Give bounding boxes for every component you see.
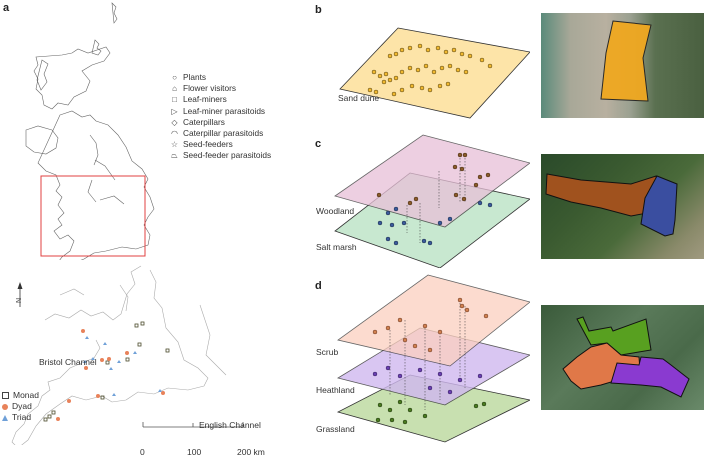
panel-a-letter: a: [3, 2, 10, 14]
panel-d-letter: d: [315, 280, 322, 292]
panel-b-letter: b: [315, 4, 322, 16]
woodland-saltmarsh-network: [334, 134, 530, 268]
legend-item-leaf-miner-parasitoids: ▷Leaf-miner parasitoids: [171, 105, 266, 116]
satellite-image-sand-dune: [541, 13, 704, 118]
layer-label-scrub: Scrub: [316, 347, 339, 357]
legend-item-flower-visitors: ⌂Flower visitors: [170, 83, 271, 94]
english-channel-label: English Channel: [199, 420, 261, 430]
scale-bar: [142, 422, 244, 428]
scale-tick-0: 0: [140, 447, 145, 457]
inset-box: [40, 175, 146, 257]
legend-item-leaf-miners: □Leaf-miners: [170, 94, 271, 105]
north-arrow: [17, 282, 23, 307]
legend-item-seed-feeders: ☆Seed-feeders: [170, 139, 233, 150]
diamond-icon: ◇: [171, 117, 178, 127]
satellite-image-woodland-saltmarsh: [541, 154, 704, 259]
triangle-right-icon: ▷: [171, 106, 178, 116]
layer-label-salt-marsh: Salt marsh: [316, 242, 357, 252]
legend-item-monad: Monad: [2, 390, 39, 401]
scrub-heathland-grassland-network: [336, 274, 530, 443]
panel-c-letter: c: [315, 138, 322, 150]
uk-map: [25, 2, 155, 260]
trapezoid-icon: ⏢: [171, 151, 178, 161]
legend-item-seed-feeder-parasitoids: ⏢Seed-feeder parasitoids: [171, 150, 272, 161]
south-england-map: [11, 265, 244, 445]
square-icon: [2, 392, 9, 399]
scrub-heathland-grassland-polygons: [562, 316, 690, 398]
semicircle-icon: ◠: [171, 129, 178, 139]
star-icon: ☆: [170, 140, 179, 150]
site-legend: Monad Dyad Triad: [2, 390, 39, 423]
legend-item-plants: ○Plants: [170, 72, 271, 83]
pentagon-icon: ⌂: [172, 84, 177, 94]
legend-item-dyad: Dyad: [2, 401, 39, 412]
layer-label-woodland: Woodland: [316, 206, 355, 216]
circle-icon: [2, 403, 8, 410]
site-markers: [43, 321, 170, 422]
layer-label-heathland: Heathland: [316, 385, 355, 395]
legend-item-caterpillar-parasitoids: ◠Caterpillar parasitoids: [171, 128, 264, 139]
north-label: N: [16, 297, 24, 304]
square-icon: □: [172, 95, 177, 105]
legend-item-triad: Triad: [2, 412, 39, 423]
layer-label-grassland: Grassland: [316, 424, 355, 434]
scale-tick-200: 200 km: [237, 447, 265, 457]
woodland-saltmarsh-polygons: [545, 173, 678, 237]
guild-legend: ○Plants ⌂Flower visitors □Leaf-miners ▷L…: [170, 72, 271, 162]
satellite-image-scrub-heathland-grassland: [541, 305, 704, 410]
circle-icon: ○: [172, 73, 177, 82]
sand-dune-network: [339, 27, 530, 119]
scale-tick-100: 100: [187, 447, 202, 457]
layer-label-sand-dune: Sand dune: [338, 93, 380, 103]
bristol-channel-label: Bristol Channel: [39, 357, 97, 367]
legend-item-caterpillars: ◇Caterpillars: [171, 116, 225, 127]
triangle-icon: [2, 414, 8, 421]
sand-dune-polygon: [600, 20, 652, 102]
